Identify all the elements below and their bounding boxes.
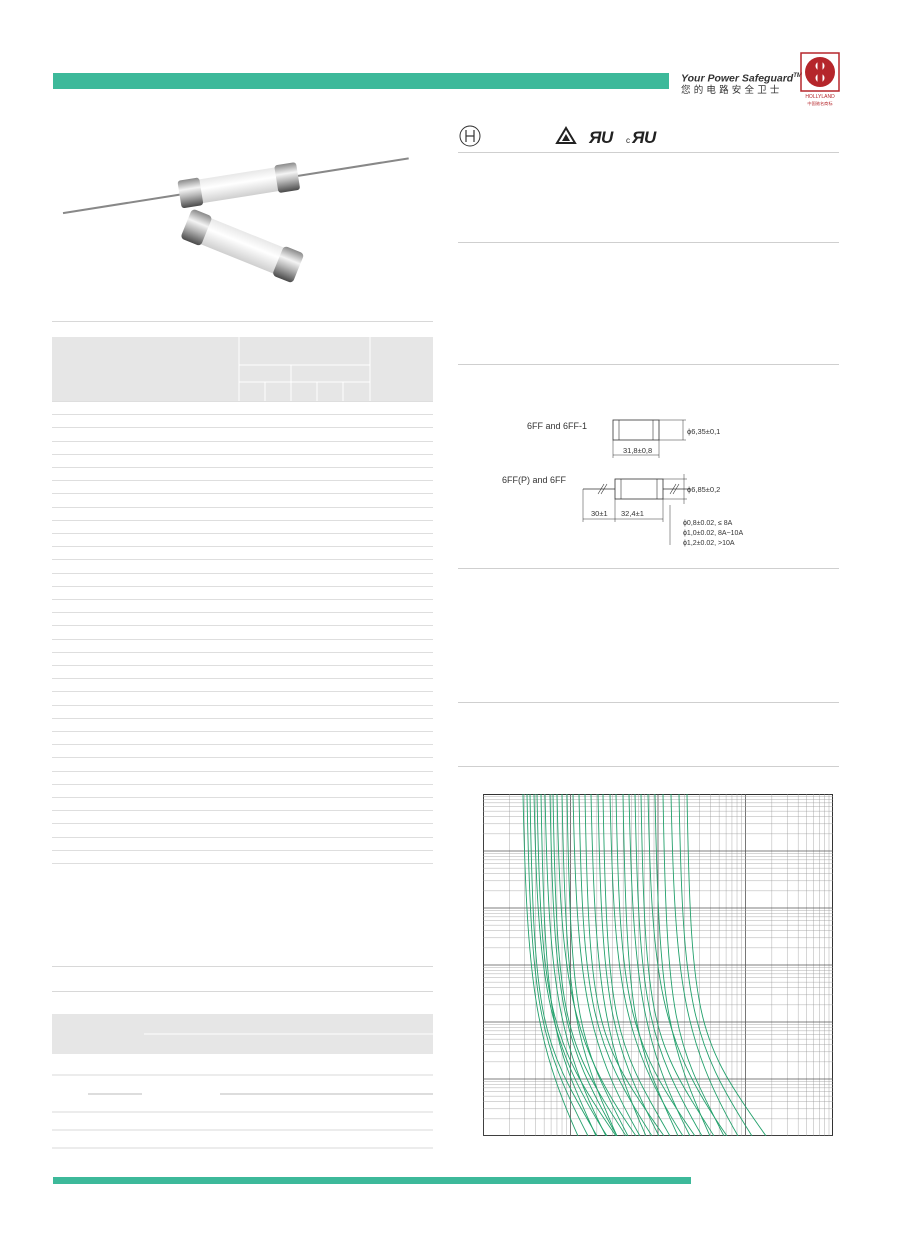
section-divider	[458, 364, 839, 365]
lower-table	[52, 1014, 433, 1149]
svg-text:HOLLYLAND: HOLLYLAND	[805, 94, 835, 100]
dim-wire-1: ϕ0,8±0.02, ≤ 8A	[683, 520, 733, 527]
dim-len-a: 31,8±0,8	[623, 446, 652, 455]
characteristic-curve	[634, 794, 703, 1136]
characteristic-curve	[622, 794, 679, 1136]
section-divider	[458, 766, 839, 767]
section-divider	[52, 991, 433, 992]
characteristic-curve	[654, 794, 711, 1136]
svg-text:Я: Я	[631, 128, 645, 147]
ur-mark-icon: Я	[588, 128, 602, 147]
h-mark-icon	[459, 125, 481, 147]
characteristic-curve	[529, 794, 598, 1136]
characteristic-curve	[561, 794, 618, 1136]
characteristic-curve	[590, 794, 647, 1136]
dim-body-len: 32,4±1	[621, 509, 644, 518]
characteristic-curve	[572, 794, 641, 1136]
dim-dia-a: ϕ6,35±0,1	[687, 427, 720, 436]
section-divider	[458, 702, 839, 703]
characteristic-curve	[678, 794, 753, 1136]
characteristic-curve	[552, 794, 627, 1136]
product-photo	[62, 157, 409, 283]
dim-lead-len: 30±1	[591, 509, 608, 518]
characteristic-curve	[526, 794, 589, 1136]
characteristic-curve	[536, 794, 617, 1136]
dim-wire-3: ϕ1,2±0.02, >10A	[683, 540, 735, 547]
characteristic-curve	[566, 794, 629, 1136]
brand-tagline: Your Power SafeguardTM	[681, 72, 802, 85]
characteristic-curve	[549, 794, 618, 1136]
characteristic-curve	[602, 794, 671, 1136]
svg-text:中国驰名商标: 中国驰名商标	[807, 100, 832, 106]
dim-label-b: 6FF(P) and 6FF	[502, 475, 567, 485]
characteristic-curve	[662, 794, 725, 1136]
spec-table-header	[52, 337, 433, 401]
characteristic-curve	[522, 794, 579, 1136]
footer-accent-bar	[53, 1177, 691, 1184]
svg-text:U: U	[644, 128, 657, 147]
dim-label-a: 6FF and 6FF-1	[527, 421, 587, 431]
section-divider	[458, 242, 839, 243]
header-accent-bar	[53, 73, 669, 89]
hollyland-logo: HOLLYLAND 中国驰名商标	[800, 52, 840, 106]
dim-dia-b: ϕ6,85±0,2	[687, 485, 720, 494]
characteristic-curve	[540, 794, 597, 1136]
section-divider	[458, 152, 839, 153]
characteristic-curve	[670, 794, 739, 1136]
characteristic-curve	[640, 794, 715, 1136]
delta-mark-icon	[555, 126, 577, 144]
characteristic-curve	[686, 794, 767, 1136]
characteristic-curve	[533, 794, 608, 1136]
characteristic-curve	[578, 794, 653, 1136]
characteristic-curve	[544, 794, 607, 1136]
brand-tagline-cn: 您的电路安全卫士	[681, 85, 783, 96]
cur-mark-icon: c	[626, 136, 630, 145]
section-divider	[52, 966, 433, 967]
dim-wire-2: ϕ1,0±0.02, 8A~10A	[683, 530, 743, 537]
characteristic-curve	[628, 794, 691, 1136]
section-divider	[52, 321, 433, 322]
time-current-chart	[483, 794, 833, 1136]
characteristic-curve	[647, 794, 728, 1136]
certification-marks: Я U c Я U	[459, 125, 657, 147]
dimension-drawing: 6FF and 6FF-1 ϕ6,35±0,1 31,8±0,8 6FF(P) …	[502, 419, 743, 547]
characteristic-curve	[597, 794, 660, 1136]
characteristic-curve	[556, 794, 637, 1136]
characteristic-curve	[615, 794, 696, 1136]
spec-table-rows	[52, 401, 433, 864]
svg-text:U: U	[601, 128, 614, 147]
section-divider	[458, 568, 839, 569]
characteristic-curve	[584, 794, 665, 1136]
